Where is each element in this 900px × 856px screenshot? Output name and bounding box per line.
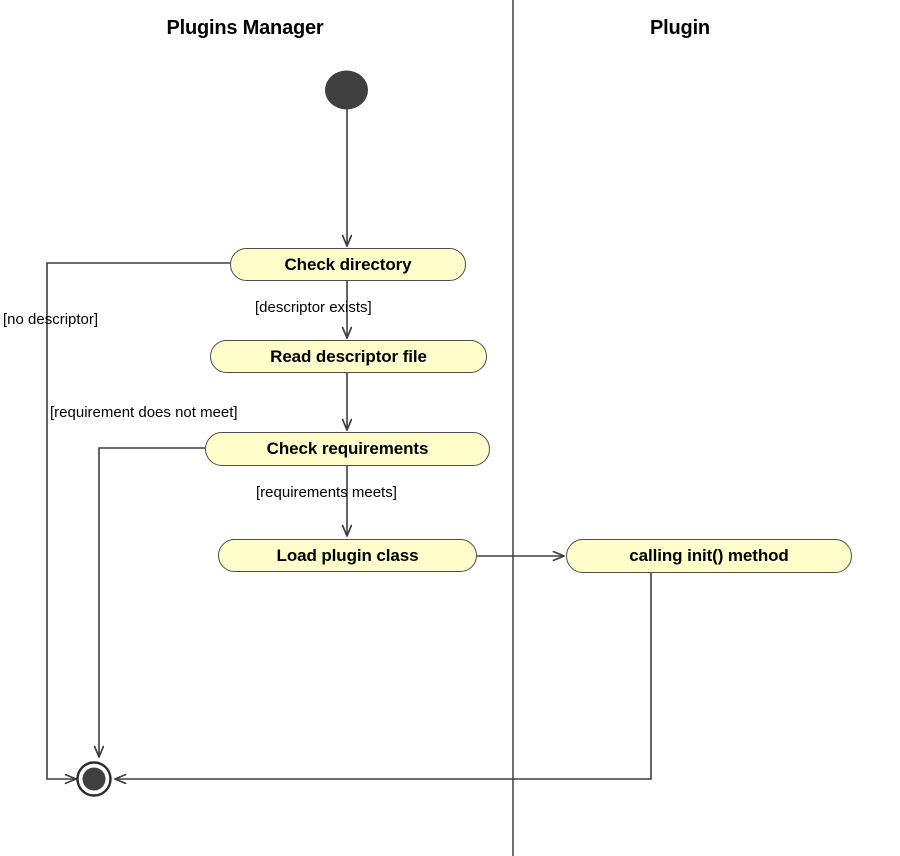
initial-node [325,70,368,110]
swimlane-header-plugins-manager: Plugins Manager [166,17,324,39]
activity-node-check-requirements[interactable]: Check requirements [205,432,490,466]
activity-node-check-directory[interactable]: Check directory [230,248,466,281]
edge-no-descriptor-to-final [46,262,230,779]
activity-node-read-descriptor-file[interactable]: Read descriptor file [210,340,487,373]
edge-requirement-not-meet-to-final [99,447,205,757]
guard-label-no-descriptor: [no descriptor] [3,311,99,328]
final-node-core [82,767,106,791]
guard-label-requirement-does-not-meet: [requirement does not meet] [50,404,238,421]
guard-label-descriptor-exists: [descriptor exists] [255,299,372,316]
edge-calling-init-to-final [115,573,652,779]
swimlane-header-plugin: Plugin [650,17,710,39]
activity-node-load-plugin-class[interactable]: Load plugin class [218,539,477,572]
activity-node-calling-init-method[interactable]: calling init() method [566,539,852,573]
guard-label-requirements-meets: [requirements meets] [256,484,397,501]
